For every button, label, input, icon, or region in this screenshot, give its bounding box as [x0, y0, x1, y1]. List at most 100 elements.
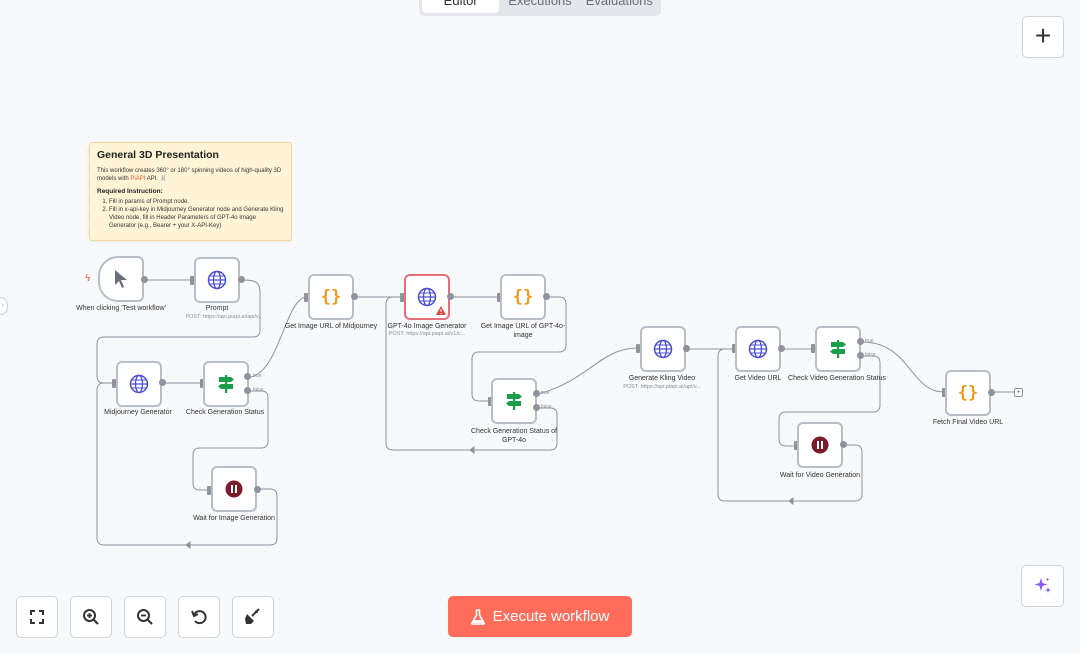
reset-zoom-button[interactable] [178, 596, 220, 638]
input-port[interactable] [200, 379, 204, 388]
node-get-mj-url[interactable]: {} [308, 274, 354, 320]
output-port[interactable] [141, 276, 148, 283]
node-label: Wait for Image Generation [193, 515, 275, 522]
node-subtitle: POST: https://api.piapi.ai/v1/c... [388, 331, 466, 337]
sticky-instructions-title: Required Instruction: [97, 188, 163, 195]
output-port-true[interactable] [533, 390, 540, 397]
output-port[interactable] [159, 379, 166, 386]
execute-workflow-button[interactable]: Execute workflow [448, 596, 632, 637]
zoom-in-button[interactable] [70, 596, 112, 638]
output-port-true[interactable] [244, 373, 251, 380]
node-label: Get Image URL of GPT-4o-image [480, 323, 566, 339]
branch-label-false: false [541, 404, 552, 410]
output-port[interactable] [778, 345, 785, 352]
piapi-link[interactable]: PiAPI [130, 176, 146, 182]
output-port-true[interactable] [857, 338, 864, 345]
code-icon: {} [512, 287, 534, 307]
node-label: Check Generation Status [185, 409, 265, 416]
node-wait-video[interactable] [797, 422, 843, 468]
node-label: Midjourney Generator [104, 409, 172, 416]
sticky-note[interactable]: General 3D Presentation This workflow cr… [89, 142, 292, 241]
output-port[interactable] [840, 441, 847, 448]
sticky-description: This workflow creates 360° or 180° spinn… [97, 168, 282, 182]
input-port[interactable] [304, 293, 308, 302]
output-port[interactable] [254, 486, 261, 493]
input-port[interactable] [497, 293, 501, 302]
warning-icon [436, 306, 446, 315]
node-label: Wait for Video Generation [779, 472, 861, 479]
ai-assistant-button[interactable] [1021, 565, 1064, 607]
zoom-out-button[interactable] [124, 596, 166, 638]
code-icon: {} [320, 287, 342, 307]
input-port[interactable] [488, 397, 492, 406]
output-port-false[interactable] [533, 404, 540, 411]
globe-icon [416, 286, 438, 308]
flask-icon [470, 608, 485, 625]
zoom-out-icon [137, 609, 153, 625]
branch-label-true: true [865, 338, 874, 344]
input-port[interactable] [636, 344, 640, 353]
input-port[interactable] [112, 379, 116, 388]
branch-label-false: false [253, 387, 264, 393]
node-label: Fetch Final Video URL [932, 419, 1004, 426]
fit-view-icon [30, 610, 44, 624]
node-label: Generate Kling Video [628, 375, 696, 382]
sticky-title: General 3D Presentation [97, 149, 219, 161]
node-get-video-url[interactable] [735, 326, 781, 372]
reset-zoom-icon [191, 610, 207, 625]
input-port[interactable] [732, 344, 736, 353]
execute-workflow-label: Execute workflow [492, 608, 610, 625]
add-next-node-button[interactable]: + [1014, 388, 1023, 397]
pause-icon [809, 434, 831, 456]
output-port[interactable] [988, 389, 995, 396]
node-check-video-status[interactable] [815, 326, 861, 372]
node-label: Prompt [205, 305, 229, 312]
zoom-in-icon [83, 609, 99, 625]
output-port[interactable] [447, 293, 454, 300]
input-port[interactable] [942, 388, 946, 397]
output-port-false[interactable] [244, 387, 251, 394]
node-fetch-final-video-url[interactable]: {} [945, 370, 991, 416]
input-port[interactable] [207, 486, 211, 495]
output-port[interactable] [683, 345, 690, 352]
signpost-icon [503, 390, 525, 412]
node-subtitle: POST: https://api.piapi.ai/api/v... [185, 314, 263, 320]
input-port[interactable] [811, 344, 815, 353]
globe-icon [747, 338, 769, 360]
tab-editor[interactable]: Editor [422, 0, 500, 13]
add-node-button[interactable]: + [1022, 16, 1064, 58]
pause-icon [223, 478, 245, 500]
tidy-up-button[interactable] [232, 596, 274, 638]
node-check-generation-status[interactable] [203, 361, 249, 407]
trigger-bolt-icon: ϟ [85, 273, 91, 284]
input-port[interactable] [794, 441, 798, 450]
node-generate-kling-video[interactable] [640, 326, 686, 372]
fit-view-button[interactable] [16, 596, 58, 638]
code-icon: {} [957, 383, 979, 403]
node-label: Check Generation Status of GPT-4o [471, 428, 557, 444]
tab-evaluations[interactable]: Evaluations [585, 0, 653, 8]
sticky-instructions-list: Fill in params of Prompt node. Fill in x… [97, 198, 284, 230]
node-midjourney-generator[interactable] [116, 361, 162, 407]
sparkle-icon [1034, 577, 1051, 593]
node-check-gpt-status[interactable] [491, 378, 537, 424]
node-get-gpt-url[interactable]: {} [500, 274, 546, 320]
output-port[interactable] [543, 293, 550, 300]
output-port[interactable] [351, 293, 358, 300]
output-port-false[interactable] [857, 352, 864, 359]
node-prompt[interactable] [194, 257, 240, 303]
input-port[interactable] [190, 276, 194, 285]
node-wait-image[interactable] [211, 466, 257, 512]
output-port[interactable] [238, 276, 245, 283]
node-label: When clicking 'Test workflow' [76, 305, 166, 312]
node-label: Check Video Generation Status [788, 375, 886, 382]
input-port[interactable] [400, 293, 404, 302]
tidy-up-icon [245, 608, 260, 624]
node-trigger[interactable] [98, 256, 144, 302]
signpost-icon [827, 338, 849, 360]
tab-executions[interactable]: Executions [508, 0, 572, 8]
sticky-instruction-item: Fill in params of Prompt node. [109, 198, 284, 206]
globe-icon [128, 373, 150, 395]
globe-icon [652, 338, 674, 360]
